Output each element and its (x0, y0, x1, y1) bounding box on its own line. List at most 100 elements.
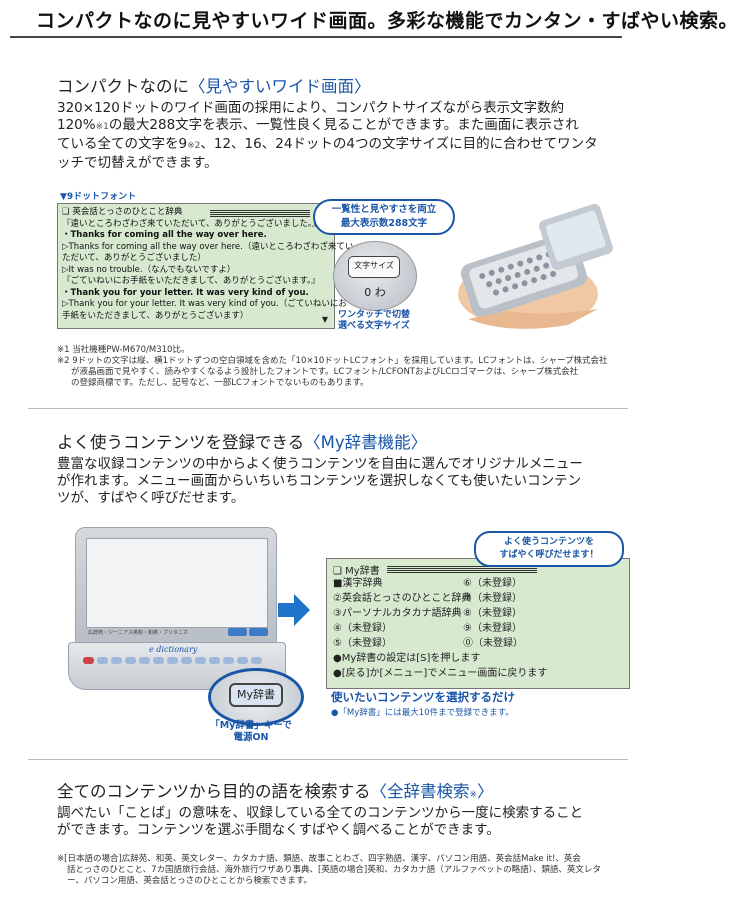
list-item: ③パーソナルカタカナ語辞典 (333, 608, 462, 619)
callout-line: 一覧性と見やすさを両立 (331, 204, 437, 215)
list-item: ■漢字辞典 (333, 578, 383, 589)
device-base: e dictionary (68, 642, 286, 690)
section3-body-line: ができます。コンテンツを選ぶ手間なくすばやく調べることができます。 (57, 822, 500, 838)
list-item: ⑤（未登録） (333, 638, 392, 649)
list-item: ⑥（未登録） (463, 578, 522, 589)
section-divider (28, 759, 628, 760)
device-key-row (83, 657, 262, 664)
section1-title-highlight: 〈見やすいワイド画面〉 (189, 77, 371, 96)
font-size-key: 文字サイズ (348, 256, 400, 278)
device-badges (228, 628, 268, 636)
section1-body-line: ッチで切替えができます。 (57, 155, 218, 171)
callout-line: すばやく呼びだせます！ (499, 550, 599, 560)
device-key (139, 657, 150, 664)
list-item: ▷It was no trouble.（なんでもないですよ） (62, 264, 236, 275)
section3-title-highlight: 〈全辞書検索 (370, 782, 470, 801)
device-key (125, 657, 136, 664)
list-item: 『ごていねいにお手紙をいただきまして、ありがとうございます。』 (62, 276, 320, 286)
footnote: が液晶画面で見やすく、読みやすくなるよう設計したフォントです。LCフォント/LC… (71, 367, 579, 377)
title-bar-stripes (387, 566, 537, 573)
my-dict-screen: ❑ My辞書 ■漢字辞典 ②英会話とっさのひとこと辞典 ③パーソナルカタカナ語辞典 ④… (326, 558, 630, 689)
device-key (97, 657, 108, 664)
device-key (83, 657, 94, 664)
callout-line: 最大表示数288文字 (340, 218, 428, 229)
section2-body-line: が作れます。メニュー画面からいちいちコンテンツを選択しなくても使いたいコンテン (57, 473, 582, 489)
section1-title-prefix: コンパクトなのに (57, 77, 189, 96)
section2-title-prefix: よく使うコンテンツを登録できる (57, 433, 305, 452)
list-item: ⓪（未登録） (463, 638, 523, 649)
key-sublabel: 0 わ (364, 286, 386, 299)
title-bar-stripes (210, 210, 310, 217)
list-item: 手紙をいただきまして、ありがとうございます） (62, 310, 249, 321)
footnote: ※1 当社機種PW-M670/M310比。 (57, 345, 190, 355)
caption-line: 「My辞書」キーで (210, 720, 292, 731)
screen-notes: ●My辞書の設定は[S]を押します ●[戻る]か[メニュー]でメニュー画面に戻り… (333, 651, 547, 681)
list-item: 『遠いところわざわざ来ていただいて、ありがとうございました。』 (62, 218, 321, 229)
text-fragment: の最大288文字を表示、一覧性良く見ることができます。また画面に表示され (108, 117, 579, 133)
device-brand-logo: e dictionary (149, 645, 198, 654)
section3-notes: ※[日本語の場合]広辞苑、和英、英文レター、カタカナ語、類語、故事ことわざ、四字… (57, 854, 657, 887)
device-key (167, 657, 178, 664)
footnote: ※[日本語の場合]広辞苑、和英、英文レター、カタカナ語、類語、故事ことわざ、四字… (57, 854, 581, 864)
section1-title: コンパクトなのに〈見やすいワイド画面〉 (57, 73, 371, 97)
section1-body-line: 120%※1の最大288文字を表示、一覧性良く見ることができます。また画面に表示… (57, 117, 637, 136)
device-key (251, 657, 262, 664)
arrow-right-icon (278, 594, 310, 626)
list-item: ⑨（未登録） (463, 623, 522, 634)
badge (228, 628, 247, 636)
list-item: ・Thank you for your letter. It was very … (62, 287, 309, 298)
callout-line: よく使うコンテンツを (503, 537, 594, 547)
badge (249, 628, 268, 636)
section1-notes: ※1 当社機種PW-M670/M310比。 ※2 9ドットの文字は縦、横1ドット… (57, 345, 637, 389)
section1-body: 320×120ドットのワイド画面の採用により、コンパクトサイズながら表示文字数約… (57, 100, 637, 172)
section3-body-line: 調べたい「ことば」の意味を、収録している全てのコンテンツから一度に検索すること (57, 805, 584, 821)
device-key (181, 657, 192, 664)
key-caption-line: 選べる文字サイズ (338, 321, 410, 331)
text-fragment: ている全ての文字を9 (57, 136, 188, 152)
screen-lines: ❑ 英会話とっさのひとこと辞典『遠いところわざわざ来ていただいて、ありがとうござ… (62, 207, 353, 322)
section-divider (28, 408, 628, 409)
footnote-mark: ※2 (187, 141, 201, 151)
footnote: の登録商標です。ただし、記号など、一部LCフォントでないものもあります。 (71, 378, 369, 388)
device-key (111, 657, 122, 664)
callout-bubble: 一覧性と見やすさを両立 最大表示数288文字 (313, 199, 455, 235)
section2-body: 豊富な収録コンテンツの中からよく使うコンテンツを自由に選んでオリジナルメニュー … (57, 456, 637, 507)
footnote-mark: ※1 (95, 122, 109, 132)
my-dict-key: My辞書 (229, 683, 283, 707)
key-label: My辞書 (236, 688, 275, 701)
section2-body-line: ツが、すばやく呼びだせます。 (57, 490, 245, 506)
device-key (153, 657, 164, 664)
device-screen (86, 538, 268, 628)
key-caption-line: ワンタッチで切替 (338, 310, 411, 320)
text-fragment: 120% (57, 117, 96, 133)
device-key (237, 657, 248, 664)
section2-title-highlight: 〈My辞書機能〉 (304, 433, 428, 452)
key-caption: ワンタッチで切替 選べる文字サイズ (338, 310, 410, 332)
caption-line: 電源ON (233, 732, 269, 743)
list-item: ⑧（未登録） (463, 608, 522, 619)
callout-bubble: よく使うコンテンツを すばやく呼びだせます！ (474, 531, 624, 567)
list-item: ④（未登録） (333, 623, 392, 634)
device-lid: 広辞苑・ジーニアス英和・和英・ブリタニカ (75, 527, 277, 645)
list-item: ・Thanks for coming all the way over here… (62, 230, 267, 240)
section3-body: 調べたい「ことば」の意味を、収録している全てのコンテンツから一度に検索すること … (57, 805, 647, 839)
section3-title-close: 〉 (477, 782, 494, 801)
list-item: ②英会話とっさのひとこと辞典 (333, 593, 472, 604)
entries-left: ■漢字辞典 ②英会話とっさのひとこと辞典 ③パーソナルカタカナ語辞典 ④（未登録） ⑤（… (333, 576, 471, 651)
list-item: ❑ 英会話とっさのひとこと辞典 (62, 207, 183, 217)
section1-body-line: 320×120ドットのワイド画面の採用により、コンパクトサイズながら表示文字数約 (57, 100, 565, 116)
list-item: ▷Thanks for coming all the way over here… (62, 241, 354, 252)
section2-title: よく使うコンテンツを登録できる〈My辞書機能〉 (57, 429, 427, 453)
key-closeup: 文字サイズ 0 わ (333, 241, 417, 311)
font-size-label: ▼9ドットフォント (60, 192, 137, 202)
my-dict-key-caption: 「My辞書」キーで 電源ON (210, 720, 292, 744)
list-item: ▷Thank you for your letter. It was very … (62, 299, 347, 309)
entries-right: ⑥（未登録）⑦（未登録）⑧（未登録）⑨（未登録）⓪（未登録） (463, 576, 523, 651)
device-key (223, 657, 234, 664)
device-key (209, 657, 220, 664)
section3-title-prefix: 全てのコンテンツから目的の語を検索する (57, 782, 371, 801)
footnote-mark: ※ (469, 790, 478, 800)
screen-title: ❑ My辞書 (333, 566, 380, 577)
screen-note: ●[戻る]か[メニュー]でメニュー画面に戻ります (333, 668, 548, 679)
my-dict-caption: 使いたいコンテンツを選択するだけ (331, 690, 515, 704)
